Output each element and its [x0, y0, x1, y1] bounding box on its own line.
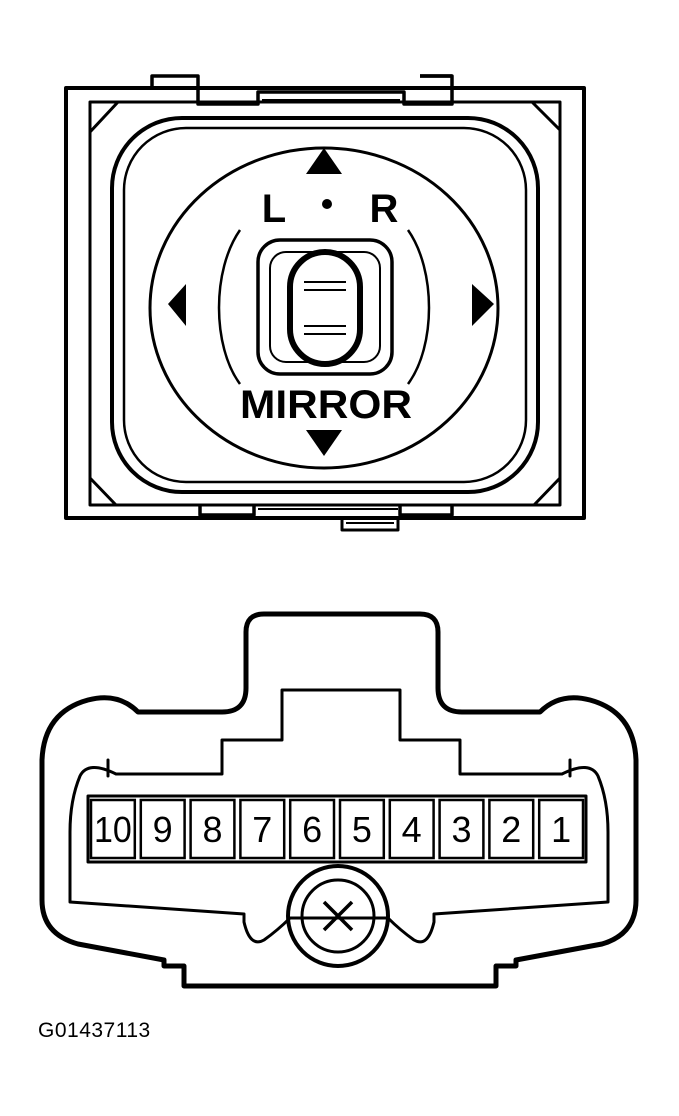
cross-circle-icon [286, 864, 390, 968]
joystick-frame-inner [269, 251, 381, 363]
pin-cell-1 [537, 798, 585, 860]
joystick-frame[interactable] [256, 238, 394, 376]
pin-label-9: 9 [153, 809, 173, 850]
right-arrow-icon[interactable] [472, 284, 494, 326]
pin-label-6: 6 [302, 809, 322, 850]
up-arrow-icon[interactable] [306, 148, 342, 174]
selector-label-left: L [262, 187, 286, 231]
pin-label-10: 10 [94, 809, 132, 850]
pin-block [86, 794, 588, 864]
selector-lever[interactable] [287, 249, 363, 367]
selector-arc [217, 229, 242, 385]
down-arrow-icon[interactable] [306, 430, 342, 456]
pin-label-7: 7 [252, 809, 272, 850]
pin-label-2: 2 [501, 809, 521, 850]
corner-chamfer-br [532, 476, 562, 507]
mirror-switch [64, 74, 586, 532]
corner-chamfer-bl [88, 476, 118, 507]
selector-label-right: R [370, 187, 399, 231]
top-tab-left [150, 74, 454, 106]
selector-center-dot [322, 199, 332, 209]
pin-cell-5 [338, 798, 386, 860]
corner-chamfer-tr [530, 100, 562, 132]
figure-id: G01437113 [38, 1019, 151, 1042]
pin-label-3: 3 [451, 809, 471, 850]
pin-cell-4 [388, 798, 435, 860]
connector-shell [39, 611, 639, 989]
pin-cell-3 [438, 798, 485, 860]
bottom-key [340, 518, 400, 532]
mirror-label: MIRROR [240, 383, 412, 427]
left-arrow-icon[interactable] [168, 284, 186, 326]
bottom-tabs [198, 505, 454, 517]
corner-chamfer-tl [88, 100, 120, 134]
switch-housing [64, 86, 586, 520]
pin-label-4: 4 [402, 809, 422, 850]
pin-cell-10 [89, 798, 137, 860]
selector-arc-right [406, 229, 431, 385]
pin-cell-2 [488, 798, 535, 860]
pin-label-8: 8 [202, 809, 222, 850]
pin-cell-6 [288, 798, 336, 860]
pin-label-5: 5 [352, 809, 372, 850]
pin-cell-7 [239, 798, 286, 860]
pin-label-1: 1 [551, 809, 571, 850]
pin-cell-9 [139, 798, 186, 860]
pin-cell-8 [189, 798, 236, 860]
switch-bezel-outer [110, 116, 540, 494]
switch-bezel-inner [122, 126, 528, 484]
